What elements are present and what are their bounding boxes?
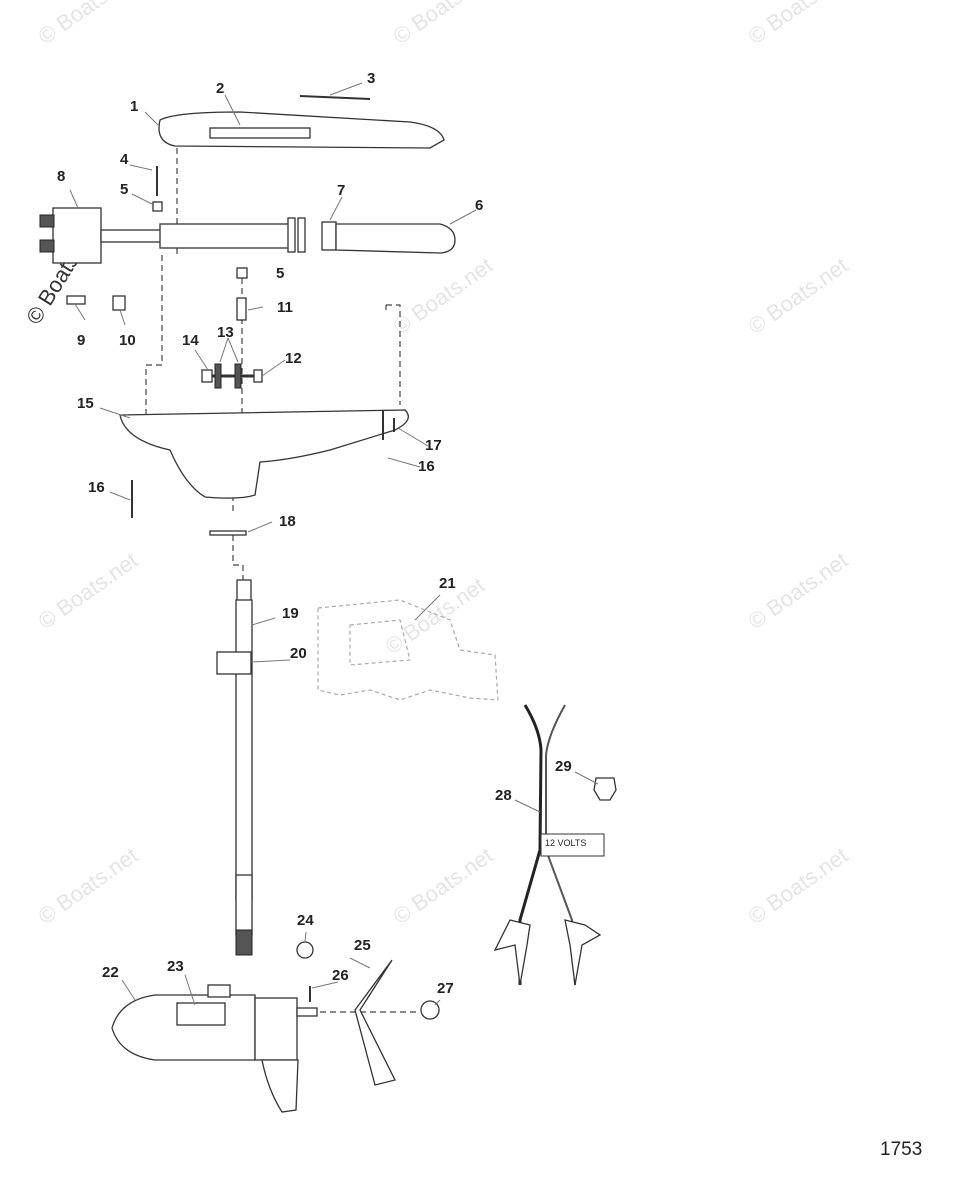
callout: 16 bbox=[418, 458, 435, 475]
callout: 7 bbox=[337, 182, 345, 199]
callout: 15 bbox=[77, 395, 94, 412]
battery-leads: 12 VOLTS bbox=[493, 704, 605, 986]
trolling-motor bbox=[111, 984, 318, 1113]
leader-lines bbox=[69, 82, 599, 1006]
callout: 21 bbox=[439, 575, 456, 592]
voltage-tag-text: 12 VOLTS bbox=[545, 838, 586, 848]
callout: 18 bbox=[279, 513, 296, 530]
callout: 1 bbox=[130, 98, 138, 115]
figure-number: 1753 bbox=[880, 1139, 922, 1160]
watermark: © Boats.net bbox=[34, 547, 143, 634]
callout: 12 bbox=[285, 350, 302, 367]
callout: 8 bbox=[57, 168, 65, 185]
callout: 3 bbox=[367, 70, 375, 87]
nut bbox=[152, 201, 163, 212]
spacer bbox=[236, 297, 247, 321]
pivot-bolt bbox=[201, 363, 263, 389]
callout: 4 bbox=[120, 151, 129, 168]
callout: 5 bbox=[120, 181, 128, 198]
callout: 26 bbox=[332, 967, 349, 984]
callout: 27 bbox=[437, 980, 454, 997]
callout: 9 bbox=[77, 332, 85, 349]
watermark: © Boats.net bbox=[744, 842, 853, 929]
watermark: © Boats.net bbox=[744, 547, 853, 634]
top-cover bbox=[158, 111, 445, 149]
callout: 11 bbox=[277, 299, 293, 316]
watermark: © Boats.net bbox=[34, 0, 143, 49]
callout: 5 bbox=[276, 265, 284, 282]
callout: 17 bbox=[425, 437, 442, 454]
callout: 10 bbox=[119, 332, 136, 349]
callout: 23 bbox=[167, 958, 184, 975]
callout: 20 bbox=[290, 645, 307, 662]
watermark: © Boats.net bbox=[34, 842, 143, 929]
speed-switch bbox=[39, 207, 102, 264]
decal-strip bbox=[299, 95, 371, 100]
watermark: © Boats.net bbox=[389, 0, 498, 49]
voltage-tag bbox=[540, 833, 605, 857]
callout: 16 bbox=[88, 479, 105, 496]
mount-bracket bbox=[317, 599, 499, 701]
callouts: 1 2 3 4 5 6 7 8 5 9 10 11 12 13 14 15 16… bbox=[57, 70, 572, 997]
watermark: © Boats.net bbox=[381, 572, 490, 659]
tiller-handle bbox=[100, 217, 456, 254]
callout: 25 bbox=[354, 937, 371, 954]
callout: 22 bbox=[102, 964, 119, 981]
shaft bbox=[216, 579, 253, 956]
watermark: © Boats.net bbox=[744, 252, 853, 339]
callout: 14 bbox=[182, 332, 199, 349]
assembly-lines bbox=[145, 148, 420, 1013]
base-housing bbox=[119, 409, 409, 499]
washer bbox=[209, 530, 247, 536]
watermark: © Boats.net bbox=[744, 0, 853, 49]
propeller bbox=[354, 959, 396, 1086]
plug bbox=[593, 777, 617, 801]
callout: 28 bbox=[495, 787, 512, 804]
washer bbox=[296, 941, 314, 959]
callout: 6 bbox=[475, 197, 483, 214]
watermark: © Boats.net bbox=[389, 252, 498, 339]
nut bbox=[236, 267, 248, 279]
callout: 13 bbox=[217, 324, 234, 341]
knob-insert bbox=[112, 295, 126, 311]
callout: 29 bbox=[555, 758, 572, 775]
watermark: © Boats.net bbox=[389, 842, 498, 929]
callout: 24 bbox=[297, 912, 314, 929]
knob bbox=[66, 295, 86, 305]
callout: 2 bbox=[216, 80, 224, 97]
prop-nut bbox=[420, 1000, 440, 1020]
callout: 19 bbox=[282, 605, 299, 622]
